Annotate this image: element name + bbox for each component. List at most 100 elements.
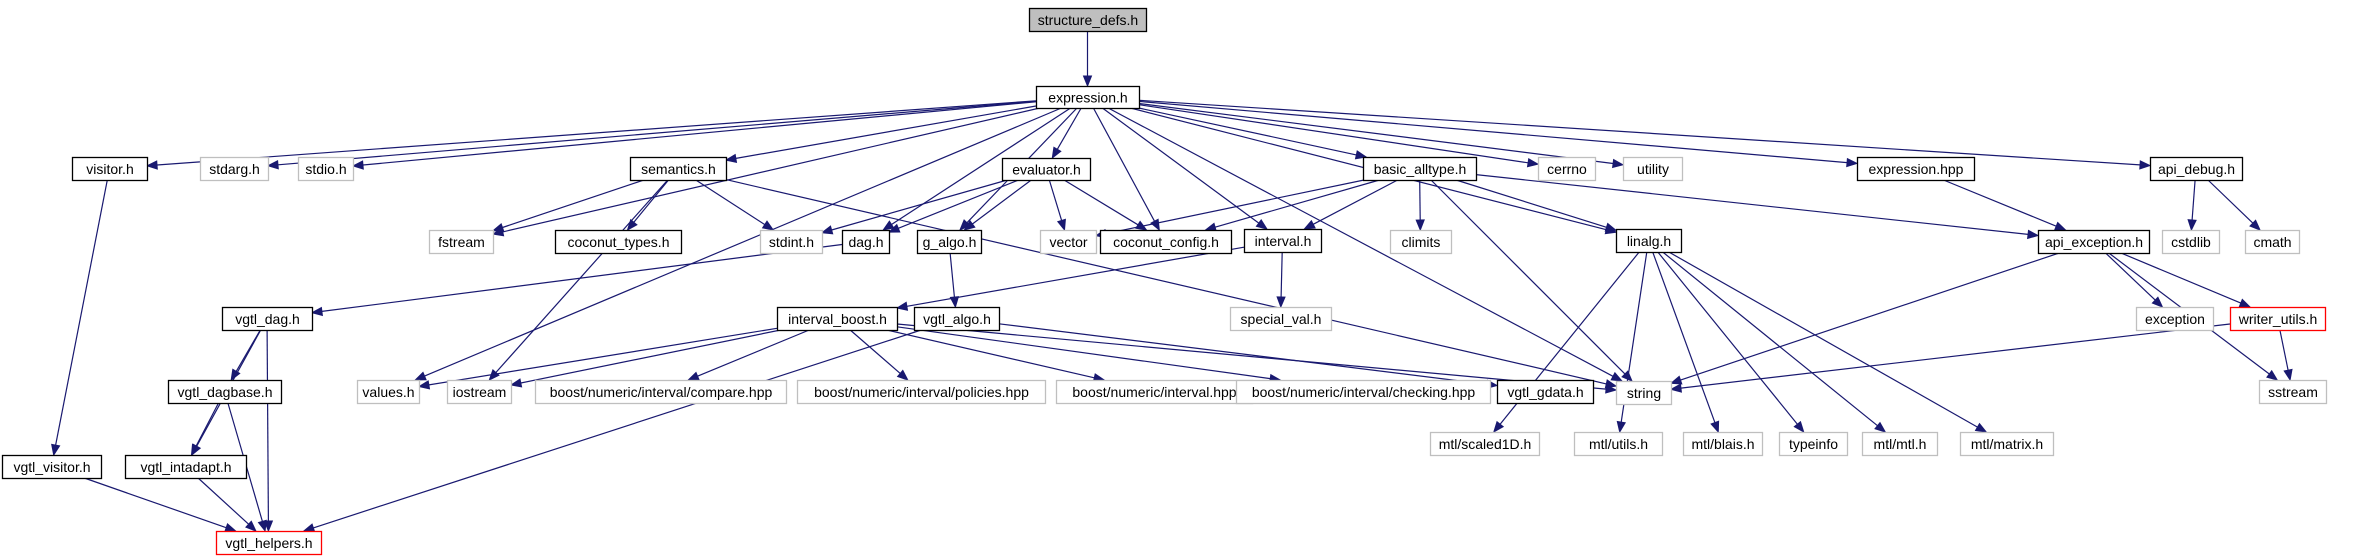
- edge-line: [1138, 102, 1614, 165]
- node-label: dag.h: [848, 234, 883, 250]
- node-box: [913, 306, 1001, 332]
- edge-dag_h-to-vgtl_dag_h: [310, 243, 843, 317]
- edge-arrowhead: [1616, 420, 1627, 434]
- edge-api_exception_h-to-writer_utils_h: [2120, 252, 2252, 308]
- edge-arrowhead: [2238, 298, 2252, 308]
- node-api-exception-h[interactable]: api_exception.h: [2037, 229, 2151, 255]
- edge-line: [898, 179, 1019, 229]
- node-label: climits: [1402, 234, 1441, 250]
- edge-line: [735, 105, 1037, 159]
- node-label: cmath: [2253, 234, 2291, 250]
- node-label: structure_defs.h: [1038, 12, 1138, 28]
- edge-arrowhead: [1605, 384, 1618, 394]
- edge-line: [725, 179, 1607, 385]
- node-vgtl-algo-h[interactable]: vgtl_algo.h: [913, 306, 1001, 332]
- edge-arrowhead: [896, 369, 909, 381]
- node-interval-h[interactable]: interval.h: [1243, 228, 1323, 254]
- node-box: [2161, 229, 2221, 255]
- edge-arrowhead: [257, 519, 267, 533]
- edge-interval_h-to-interval_boost_h: [895, 246, 1245, 311]
- node-dag-h[interactable]: dag.h: [841, 229, 891, 255]
- edge-linalg_h-to-typeinfo: [1657, 251, 1805, 434]
- edge-arrowhead: [1056, 218, 1066, 232]
- node-visitor-h[interactable]: visitor.h: [71, 156, 149, 182]
- node-coconut-types-h[interactable]: coconut_types.h: [554, 229, 683, 255]
- node-vgtl-visitor-h[interactable]: vgtl_visitor.h: [1, 454, 103, 480]
- edge-arrowhead: [724, 153, 738, 163]
- edge-writer_utils_h-to-string: [1669, 323, 2231, 393]
- edge-semantics_h-to-fstream: [491, 179, 644, 232]
- edge-expression_h-to-dag_h: [882, 107, 1071, 231]
- edge-line: [424, 107, 1062, 377]
- node-evaluator-h[interactable]: evaluator.h: [1001, 157, 1092, 182]
- edge-linalg_h-to-mtl_mtl_h: [1662, 251, 1887, 433]
- edge-line: [197, 477, 250, 525]
- node-box: [916, 229, 983, 255]
- edge-line: [313, 329, 922, 529]
- node-label: expression.hpp: [1869, 161, 1964, 177]
- node-box: [199, 156, 270, 182]
- edge-vgtl_intadapt_h-to-vgtl_helpers_h: [197, 477, 257, 532]
- node-label: interval.h: [1255, 233, 1312, 249]
- edge-arrowhead: [414, 371, 427, 381]
- node-vgtl-intadapt-h[interactable]: vgtl_intadapt.h: [124, 454, 248, 480]
- node-label: coconut_types.h: [568, 234, 670, 250]
- edge-expression_h-to-api_debug_h: [1138, 99, 2152, 170]
- node-writer-utils-h[interactable]: writer_utils.h: [2229, 306, 2327, 332]
- edge-arrowhead: [959, 219, 971, 231]
- edge-line: [1312, 179, 1398, 225]
- edge-line: [55, 179, 108, 446]
- node-linalg-h[interactable]: linalg.h: [1615, 228, 1683, 254]
- edge-line: [949, 252, 955, 298]
- edge-arrowhead: [2027, 229, 2040, 240]
- edge-line: [896, 323, 1607, 390]
- edge-line: [156, 100, 1037, 166]
- edge-arrowhead: [1492, 420, 1505, 434]
- node-bn-interval: boost/numeric/interval.hpp: [1055, 379, 1254, 405]
- edge-arrowhead: [263, 520, 274, 533]
- edge-arrowhead: [1974, 422, 1988, 433]
- node-vgtl-gdata-h[interactable]: vgtl_gdata.h: [1496, 379, 1595, 405]
- edge-arrowhead: [509, 378, 523, 388]
- edge-arrowhead: [1610, 371, 1624, 382]
- node-vgtl-helpers-h[interactable]: vgtl_helpers.h: [215, 530, 323, 556]
- node-mtl-scaled1d-h: mtl/scaled1D.h: [1429, 431, 1541, 457]
- node-label: special_val.h: [1241, 311, 1322, 327]
- node-vgtl-dagbase-h[interactable]: vgtl_dagbase.h: [167, 379, 283, 405]
- edge-arrowhead: [1710, 420, 1720, 434]
- edge-arrowhead: [2266, 369, 2279, 381]
- node-box: [1856, 156, 1976, 182]
- node-coconut-config-h[interactable]: coconut_config.h: [1099, 229, 1233, 255]
- node-label: mtl/blais.h: [1691, 436, 1754, 452]
- node-label: utility: [1637, 161, 1669, 177]
- edge-line: [831, 179, 1008, 231]
- edge-arrowhead: [2053, 221, 2067, 231]
- node-expression-hpp[interactable]: expression.hpp: [1856, 156, 1976, 182]
- node-structure-defs-h[interactable]: structure_defs.h: [1028, 7, 1148, 33]
- edge-line: [1138, 104, 1529, 164]
- node-climits: climits: [1389, 229, 1453, 255]
- edge-line: [2279, 329, 2289, 371]
- edge-vgtl_dagbase_h-to-vgtl_intadapt_h: [190, 402, 220, 457]
- node-label: vgtl_gdata.h: [1507, 384, 1583, 400]
- node-semantics-h[interactable]: semantics.h: [629, 156, 728, 182]
- node-interval-boost-h[interactable]: interval_boost.h: [776, 306, 899, 332]
- edge-line: [1680, 323, 2231, 389]
- node-box: [215, 530, 323, 556]
- edge-line: [1430, 179, 1626, 375]
- node-vgtl-dag-h[interactable]: vgtl_dag.h: [221, 306, 314, 332]
- edge-interval_boost_h-to-values_h: [417, 327, 778, 390]
- edge-expression_h-to-cerrno: [1138, 104, 1540, 168]
- edge-line: [1943, 179, 2057, 227]
- node-basic-alltype-h[interactable]: basic_alltype.h: [1362, 156, 1478, 182]
- edge-line: [1138, 107, 1357, 156]
- node-label: iostream: [453, 384, 507, 400]
- node-api-debug-h[interactable]: api_debug.h: [2149, 156, 2244, 182]
- node-expression-h[interactable]: expression.h: [1035, 85, 1141, 110]
- node-box: [297, 156, 355, 182]
- edge-basic_alltype_h-to-climits: [1415, 179, 1425, 232]
- node-box: [221, 306, 314, 332]
- node-box: [1622, 156, 1684, 182]
- node-g-algo-h[interactable]: g_algo.h: [916, 229, 983, 255]
- node-box: [1235, 379, 1492, 405]
